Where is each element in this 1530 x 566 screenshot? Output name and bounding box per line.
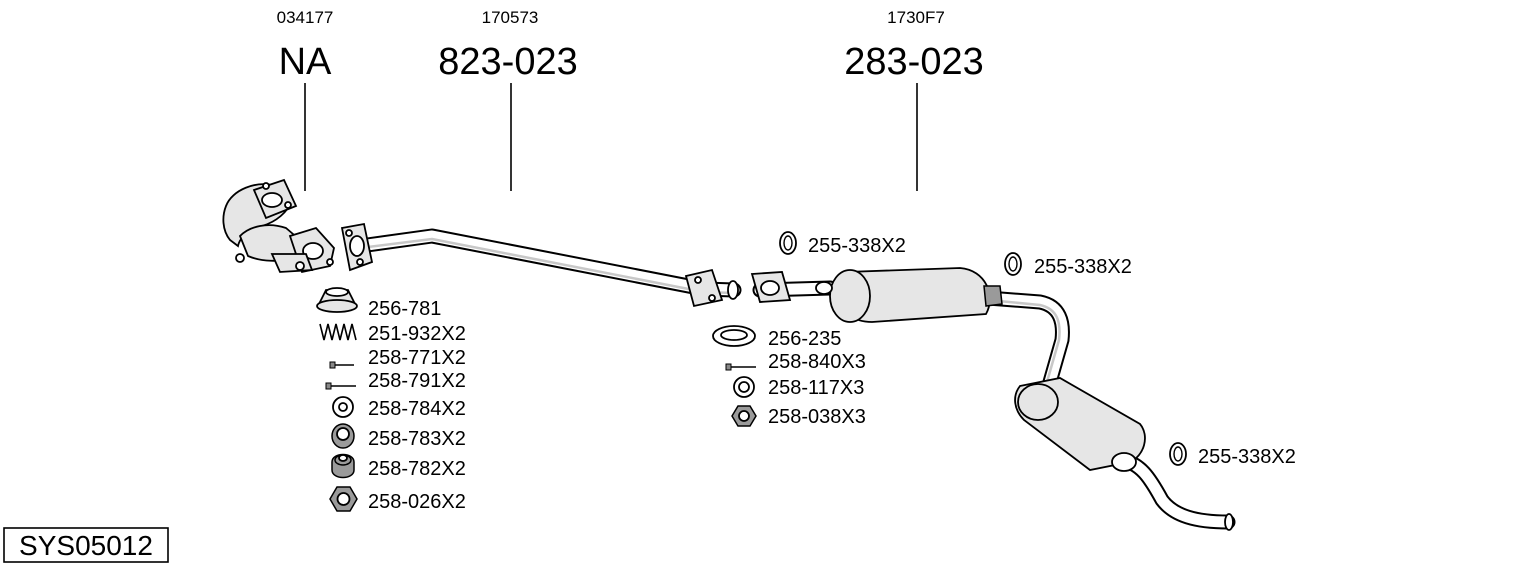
clamp-label-3[interactable]: 255-338X2 <box>1198 446 1296 468</box>
intermediate-pipe-drawing[interactable] <box>340 222 742 308</box>
front-manifold-drawing[interactable] <box>222 178 335 274</box>
fitting-left-label-4[interactable]: 258-791X2 <box>368 370 466 392</box>
gasket-cone-icon <box>316 287 358 313</box>
part-number-3[interactable]: 283-023 <box>844 41 983 83</box>
group-code-3: 1730F7 <box>887 8 945 27</box>
part-number-1[interactable]: NA <box>279 41 332 83</box>
fitting-left-label-3[interactable]: 258-771X2 <box>368 347 466 369</box>
bushing-icon <box>331 453 355 479</box>
fitting-middle-label-2[interactable]: 258-840X3 <box>768 351 866 373</box>
rubber-mount-icon <box>1004 252 1022 276</box>
fitting-middle-label-4[interactable]: 258-038X3 <box>768 406 866 428</box>
clamp-label-2[interactable]: 255-338X2 <box>1034 256 1132 278</box>
rubber-mount-icon <box>779 231 797 255</box>
part-number-2[interactable]: 823-023 <box>438 41 577 83</box>
fitting-left-label-7[interactable]: 258-782X2 <box>368 458 466 480</box>
fitting-left-label-1[interactable]: 256-781 <box>368 298 441 320</box>
fitting-left-label-2[interactable]: 251-932X2 <box>368 323 466 345</box>
fitting-middle-label-3[interactable]: 258-117X3 <box>768 377 864 399</box>
system-id: SYS05012 <box>19 530 153 561</box>
washer-icon <box>332 396 354 418</box>
group-code-2: 170573 <box>482 8 539 27</box>
sleeve-icon <box>331 423 355 449</box>
group-code-1: 034177 <box>277 8 334 27</box>
spring-icon <box>319 323 357 341</box>
system-id-box <box>3 527 169 563</box>
bolt-icon <box>725 363 756 371</box>
hex-nut-icon <box>731 405 757 427</box>
rubber-mount-icon <box>1169 442 1187 466</box>
rear-silencer-assembly-drawing[interactable] <box>750 267 1236 531</box>
washer-icon <box>733 376 755 398</box>
bolt-long-icon <box>325 382 356 390</box>
fitting-left-label-6[interactable]: 258-783X2 <box>368 428 466 450</box>
fitting-left-label-8[interactable]: 258-026X2 <box>368 491 466 513</box>
fitting-left-label-5[interactable]: 258-784X2 <box>368 398 466 420</box>
ring-gasket-icon <box>712 325 756 347</box>
bolt-short-icon <box>329 361 354 369</box>
clamp-label-1[interactable]: 255-338X2 <box>808 235 906 257</box>
fitting-middle-label-1[interactable]: 256-235 <box>768 328 841 350</box>
hex-nut-icon <box>329 486 358 512</box>
